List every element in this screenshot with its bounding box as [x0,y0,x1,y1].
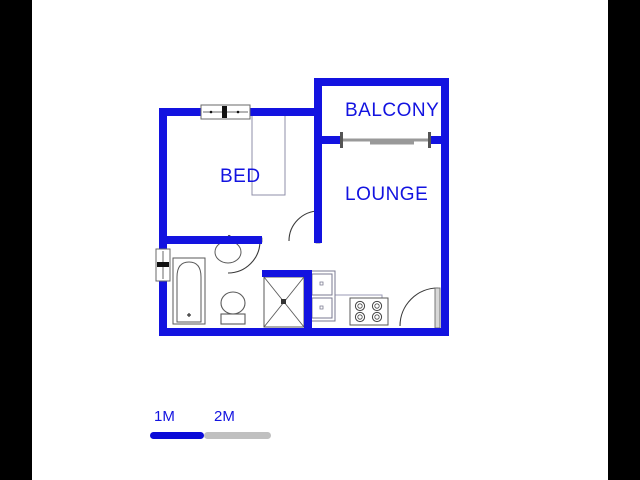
refrigerator-fixture [306,270,336,322]
room-label-balcony: BALCONY [345,100,440,121]
walls [159,78,449,336]
stove-fixture [349,297,389,326]
bathtub-fixture [172,257,206,325]
balcony-sliding-door-fixture [340,132,431,148]
floor-plan-sheet: BED BALCONY LOUNGE 1M 2M [32,0,608,480]
bathroom-window-fixture [155,248,171,282]
room-label-lounge: LOUNGE [345,184,429,205]
scale-bar: 1M 2M [142,408,302,448]
entrance-door-fixture [399,287,441,329]
scale-label-2m: 2M [214,408,235,425]
room-label-bed: BED [220,166,261,187]
scale-label-1m: 1M [154,408,175,425]
bedroom-window-fixture [200,104,251,120]
floor-plan-drawing [155,78,449,336]
wardrobe-fixture [251,109,286,196]
scale-segment-1 [150,432,204,439]
shower-fixture [263,276,305,328]
toilet-fixture [220,291,246,325]
scale-segment-2 [204,432,271,439]
